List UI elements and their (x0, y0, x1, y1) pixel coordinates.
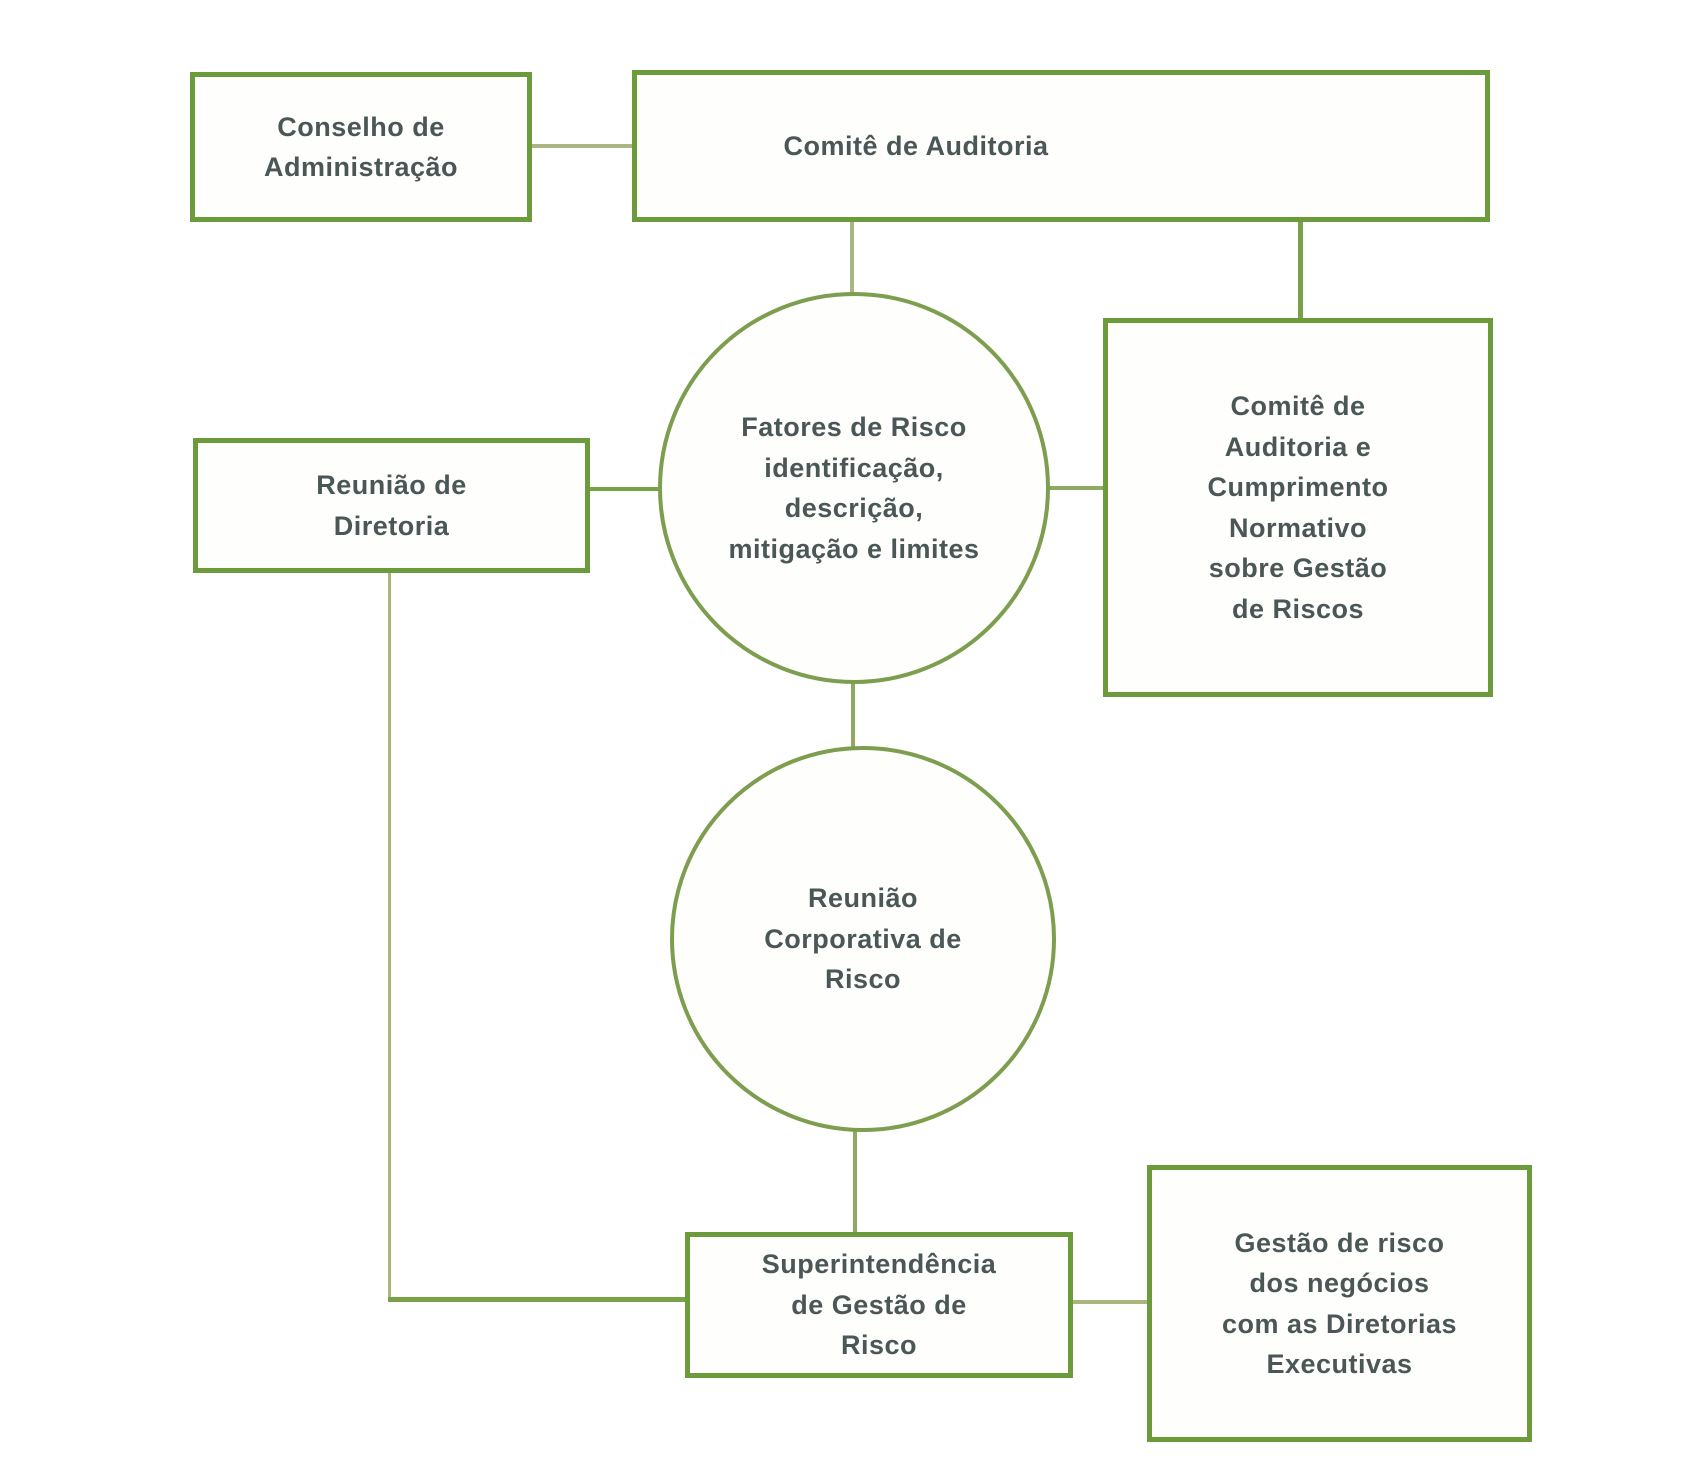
connector-reuniaodiretoria-vertical (388, 573, 391, 1300)
node-reuniao-diretoria-label: Reunião de Diretoria (316, 470, 467, 541)
connector-comite-fatores (850, 222, 854, 295)
connector-comite-cumprimento (1298, 222, 1303, 318)
node-reuniao-corporativa-de-risco-circle: Reunião Corporativa de Risco (670, 746, 1056, 1132)
connector-fatores-cumprimento (1049, 486, 1104, 490)
node-superintendencia-de-gestao-de-risco: Superintendência de Gestão de Risco (685, 1232, 1073, 1378)
node-conselho-de-administracao: Conselho de Administração (190, 72, 532, 222)
connector-elbow-superintendencia (388, 1297, 686, 1302)
node-conselho-label: Conselho de Administração (263, 111, 459, 183)
connector-conselho-comite (532, 144, 632, 148)
connector-reuniaocorporativa-superintendencia (853, 1130, 857, 1233)
connector-fatores-reuniaocorporativa (851, 682, 855, 748)
node-gestao-de-risco-dos-negocios: Gestão de risco dos negócios com as Dire… (1147, 1165, 1532, 1442)
node-comite-auditoria-cumprimento-normativo: Comitê de Auditoria e Cumprimento Normat… (1103, 318, 1493, 697)
node-fatores-risco-label: Fatores de Risco identificação, descriçã… (728, 412, 980, 564)
node-comite-cumprimento-label: Comitê de Auditoria e Cumprimento Normat… (1207, 391, 1389, 624)
connector-reuniaodiretoria-fatores (590, 487, 659, 491)
node-reuniao-de-diretoria: Reunião de Diretoria (193, 438, 590, 573)
node-reuniao-corporativa-label: Reunião Corporativa de Risco (764, 883, 962, 995)
node-comite-auditoria-label: Comitê de Auditoria (783, 130, 1049, 161)
node-fatores-de-risco-circle: Fatores de Risco identificação, descriçã… (658, 292, 1050, 684)
node-gestao-negocios-label: Gestão de risco dos negócios com as Dire… (1221, 1227, 1458, 1380)
node-superintendencia-label: Superintendência de Gestão de Risco (761, 1249, 997, 1361)
connector-superintendencia-gestao (1073, 1300, 1148, 1304)
node-comite-de-auditoria: Comitê de Auditoria (632, 70, 1490, 222)
